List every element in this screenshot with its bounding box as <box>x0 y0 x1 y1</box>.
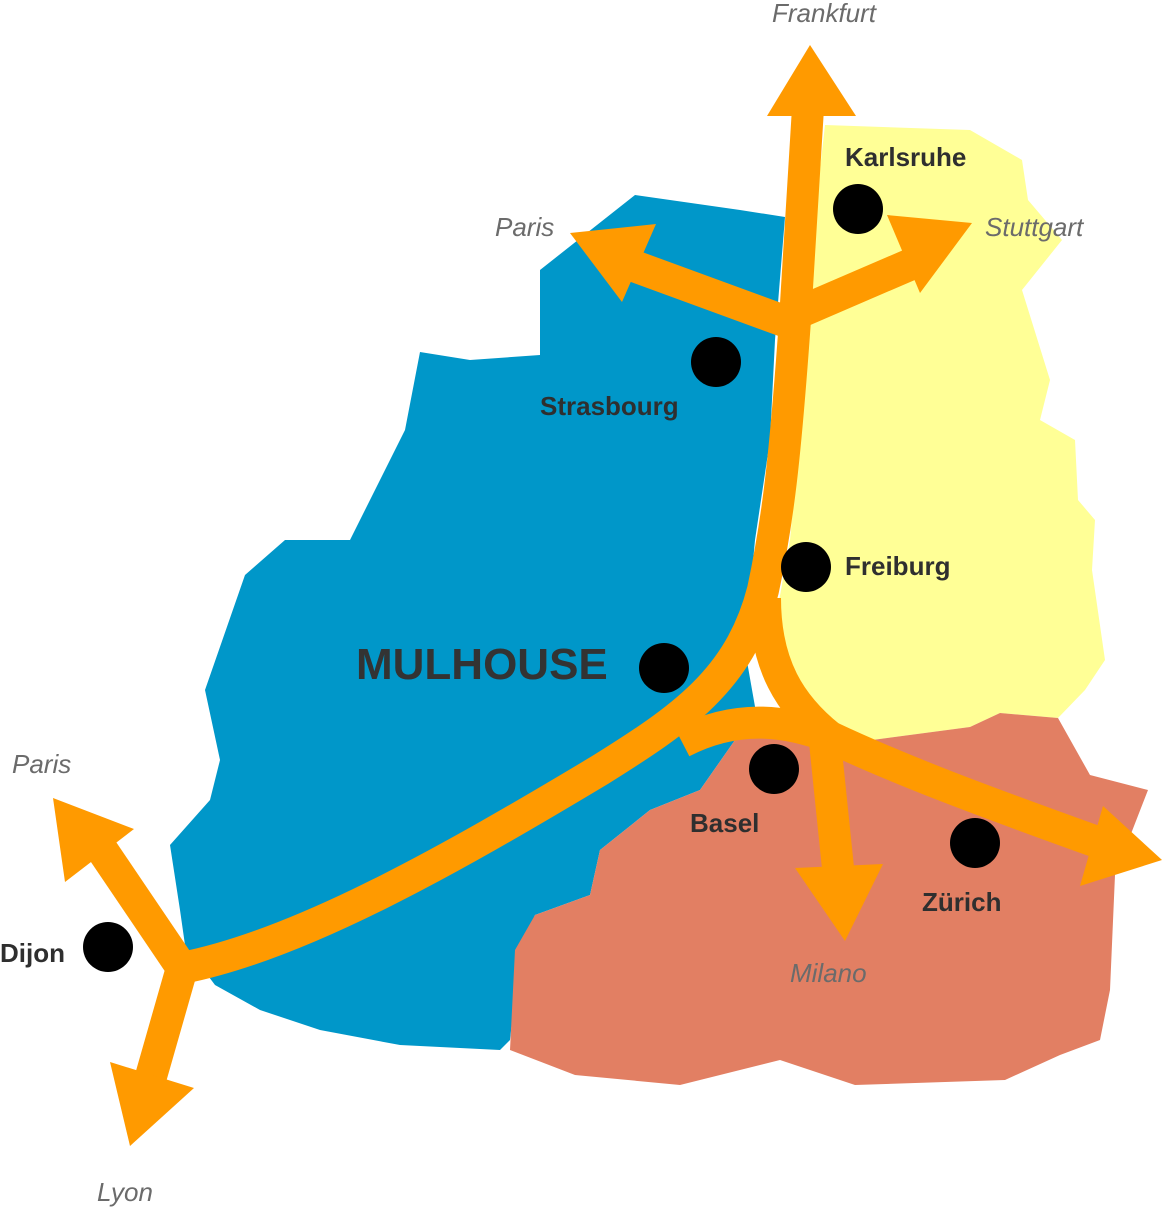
label-mulhouse: MULHOUSE <box>356 640 608 689</box>
rail-routes <box>78 107 1106 1085</box>
city-dot-dijon <box>83 922 133 972</box>
city-dot-karlsruhe <box>833 184 883 234</box>
label-destination-stuttgart: Stuttgart <box>985 212 1085 242</box>
city-dot-zurich <box>950 818 1000 868</box>
route-arrowheads <box>53 45 1162 1146</box>
label-dijon: Dijon <box>0 938 65 968</box>
route-basel-milano <box>809 740 854 870</box>
region-france-alsace <box>170 195 785 1050</box>
route-strasbourg-paris <box>606 242 801 341</box>
arrowhead-zurich <box>1080 806 1162 886</box>
label-destination-frankfurt: Frankfurt <box>772 0 878 28</box>
arrowhead-lyon <box>110 1062 194 1146</box>
city-dots <box>83 184 1000 972</box>
label-zurich: Zürich <box>922 887 1001 917</box>
label-strasbourg: Strasbourg <box>540 391 679 421</box>
arrowhead-paris-west <box>53 798 134 882</box>
arrowhead-stuttgart <box>887 215 972 293</box>
city-dot-basel <box>749 744 799 794</box>
label-karlsruhe: Karlsruhe <box>845 142 966 172</box>
arrowhead-paris-north <box>570 224 656 302</box>
arrowhead-milano <box>795 864 883 941</box>
city-dot-strasbourg <box>691 337 741 387</box>
city-dot-mulhouse <box>639 643 689 693</box>
arrowhead-frankfurt <box>767 45 856 116</box>
route-dijon-lyon <box>134 963 198 1085</box>
label-destination-milano: Milano <box>790 958 867 988</box>
city-dot-freiburg <box>781 542 831 592</box>
label-basel: Basel <box>690 808 759 838</box>
label-freiburg: Freiburg <box>845 551 950 581</box>
route-dijon-paris <box>78 826 196 977</box>
route-frankfurt-mulhouse-dijon <box>178 107 824 984</box>
route-basel-zurich <box>823 722 1106 859</box>
label-destination-paris-west: Paris <box>12 749 71 779</box>
label-destination-paris-north: Paris <box>495 212 554 242</box>
label-destination-lyon: Lyon <box>97 1177 153 1207</box>
